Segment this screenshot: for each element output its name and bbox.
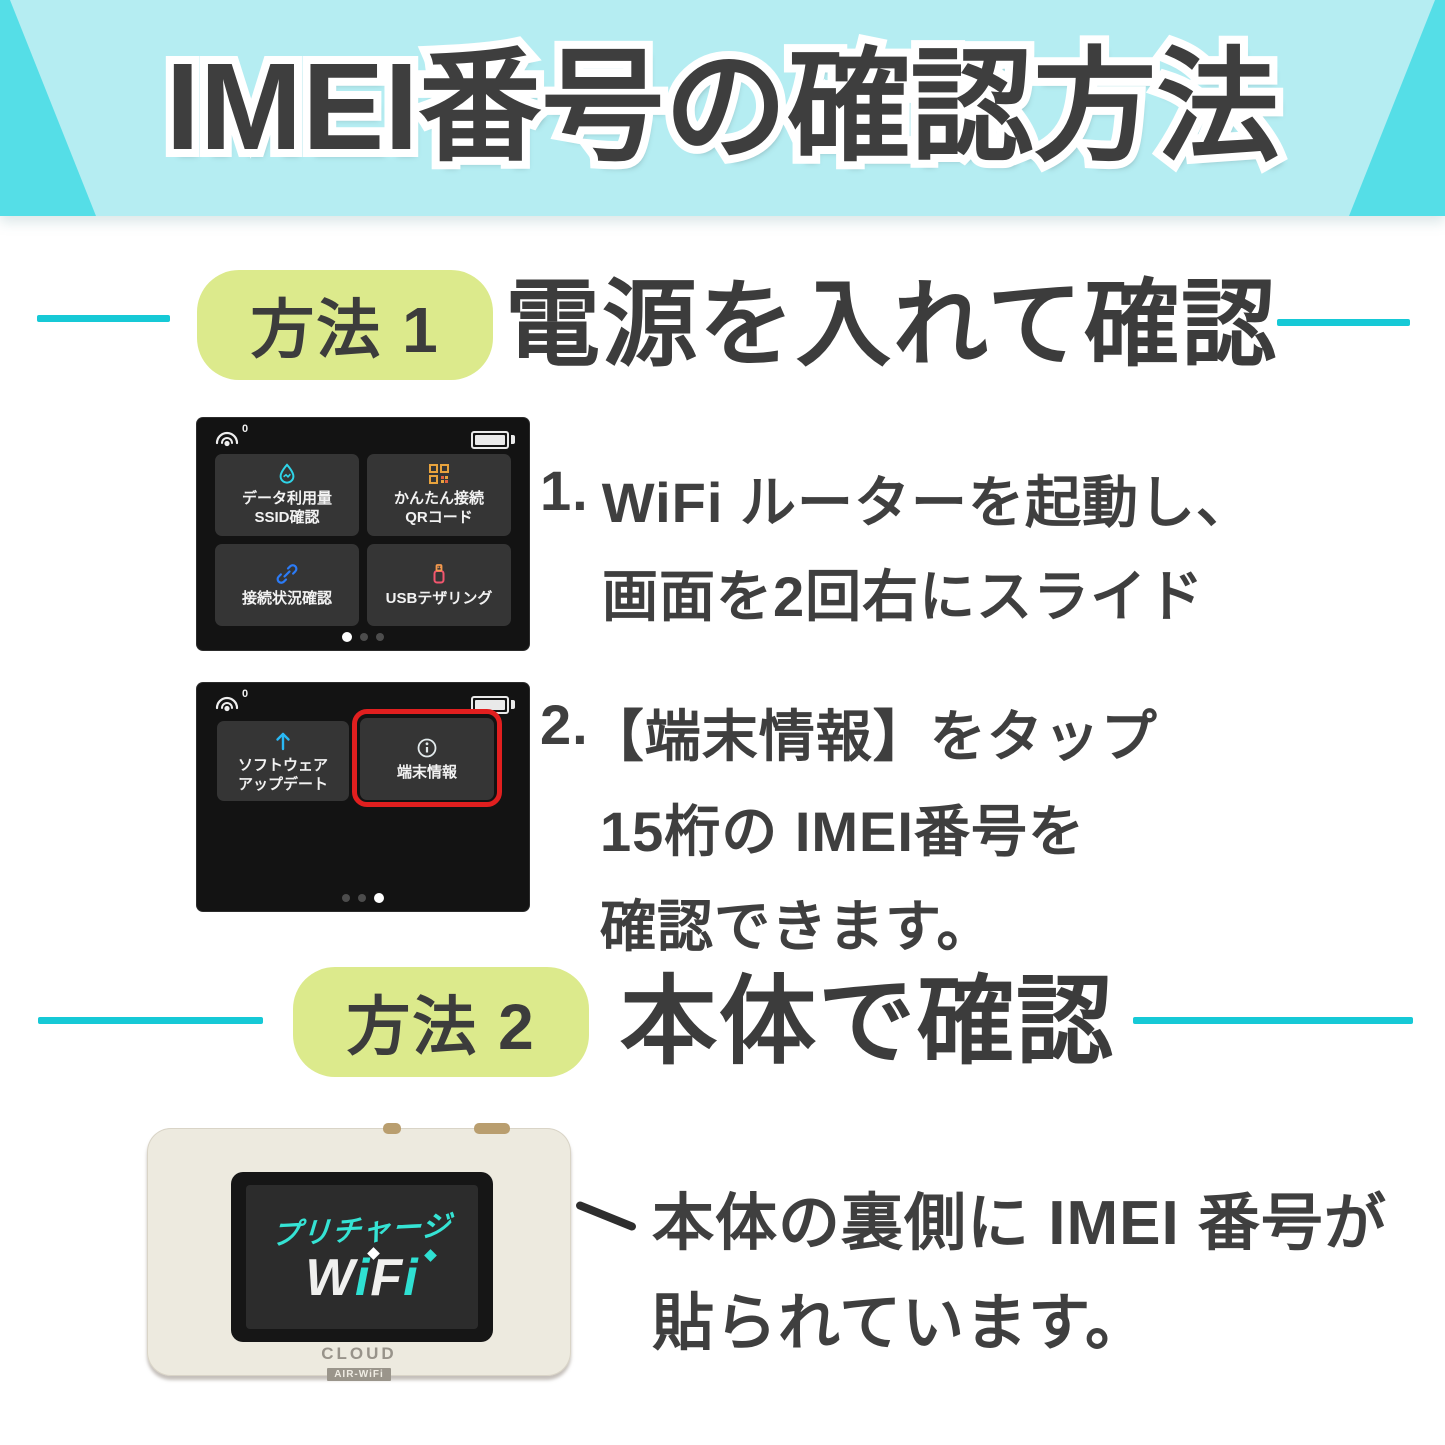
signal-count-badge: 0 bbox=[242, 423, 249, 435]
tile-label: USBテザリング bbox=[385, 590, 493, 607]
signal-count-badge: 0 bbox=[242, 688, 249, 700]
step-1-text: WiFi ルーターを起動し、 bbox=[601, 471, 1253, 534]
step-2-line-2: 15桁の IMEI番号を bbox=[600, 787, 1085, 868]
pagination-dot bbox=[342, 894, 350, 902]
device-power-button bbox=[474, 1123, 510, 1134]
wifi-logo-text: WiFi bbox=[305, 1247, 437, 1307]
tile-label: かんたん接続 bbox=[393, 490, 484, 507]
step-2-line-3: 確認できます。 bbox=[600, 882, 993, 963]
mobile-signal-icon bbox=[215, 696, 239, 712]
method1-badge-label: 方法 1 bbox=[250, 294, 440, 366]
divider-dash bbox=[1277, 319, 1410, 326]
page-title-text: IMEI番号の確認方法 bbox=[165, 39, 1280, 176]
divider-dash bbox=[38, 1017, 263, 1024]
pagination-dot-active bbox=[342, 632, 352, 642]
device-screen: プリチャージ WiFi bbox=[246, 1185, 478, 1329]
method2-badge: 方法 2 bbox=[293, 967, 589, 1077]
router-screenshot-menu-page3: 0 ソフトウェア アップデート 端末情報 bbox=[197, 683, 529, 911]
step-1-text: 画面を2回右にスライド bbox=[602, 565, 1205, 628]
battery-nub bbox=[511, 435, 515, 444]
tile-connection-status: 接続状況確認 bbox=[215, 544, 359, 626]
step-1-line-2: 画面を2回右にスライド bbox=[602, 552, 1204, 633]
device-top-button bbox=[383, 1123, 401, 1134]
qr-code-icon bbox=[429, 464, 449, 484]
wifi-logo-letter: i bbox=[354, 1249, 371, 1307]
pagination-dot bbox=[376, 633, 384, 641]
step-2-number: 2. bbox=[540, 693, 589, 756]
pagination-dot-active bbox=[374, 893, 384, 903]
step-1-line-1: 1. WiFi ルーターを起動し、 bbox=[540, 458, 1253, 539]
tile-data-usage: データ利用量 SSID確認 bbox=[215, 454, 359, 536]
tile-label: QRコード bbox=[405, 509, 473, 526]
method1-title: 電源を入れて確認 bbox=[505, 272, 1279, 378]
precharge-logo-text: プリチャージ bbox=[271, 1210, 453, 1252]
step-1-number: 1. bbox=[540, 459, 589, 522]
wifi-logo-letter: i bbox=[403, 1249, 419, 1307]
tile-label: アップデート bbox=[237, 776, 328, 793]
wifi-logo-letter: F bbox=[370, 1249, 404, 1307]
tile-software-update: ソフトウェア アップデート bbox=[217, 721, 349, 801]
usb-tethering-icon bbox=[433, 564, 445, 584]
sparkle-icon bbox=[423, 1249, 437, 1262]
step-2-text: 確認できます。 bbox=[600, 895, 994, 958]
pagination-dot bbox=[358, 894, 366, 902]
note-line-1: 本体の裏側に IMEI 番号が bbox=[652, 1189, 1387, 1258]
device-branding: CLOUD AIR-WiFi bbox=[147, 1344, 571, 1382]
method1-badge: 方法 1 bbox=[197, 270, 493, 380]
tile-easy-connect-qr: かんたん接続 QRコード bbox=[367, 454, 511, 536]
method2-badge-label: 方法 2 bbox=[346, 991, 536, 1063]
method2-title: 本体で確認 bbox=[620, 967, 1115, 1076]
step-2-text: 15桁の IMEI番号を bbox=[600, 800, 1085, 863]
tile-usb-tethering: USBテザリング bbox=[367, 544, 511, 626]
note-line-2: 貼られています。 bbox=[652, 1289, 1148, 1358]
divider-dash bbox=[37, 315, 170, 322]
device-info-icon bbox=[417, 738, 437, 758]
battery-level bbox=[475, 700, 505, 710]
tile-label: ソフトウェア bbox=[237, 757, 328, 774]
tile-label: 端末情報 bbox=[396, 764, 457, 781]
tile-label: 接続状況確認 bbox=[241, 590, 332, 607]
step-2-line-1: 2. 【端末情報】をタップ bbox=[540, 692, 1158, 773]
page-title-outline: IMEI番号の確認方法 bbox=[158, 31, 1288, 184]
page-title: IMEI番号の確認方法 IMEI番号の確認方法 bbox=[0, 0, 1445, 216]
battery-level bbox=[475, 435, 505, 445]
router-screenshot-menu-page1: 0 データ利用量 SSID確認 bbox=[197, 418, 529, 650]
link-icon bbox=[276, 564, 298, 584]
software-update-arrow-icon bbox=[276, 732, 290, 751]
pagination-dots bbox=[342, 893, 384, 903]
data-usage-droplet-icon bbox=[279, 463, 295, 484]
cloud-brand-text: CLOUD bbox=[321, 1344, 397, 1363]
mobile-signal-icon bbox=[215, 431, 239, 447]
step-2-text: 【端末情報】をタップ bbox=[587, 705, 1158, 768]
menu-tile-grid: データ利用量 SSID確認 かんたん接続 QRコード bbox=[215, 454, 511, 626]
wifi-router-photo: プリチャージ WiFi CLOUD AIR-WiFi bbox=[147, 1123, 571, 1381]
battery-icon bbox=[471, 431, 509, 449]
header-banner: IMEI番号の確認方法 IMEI番号の確認方法 bbox=[0, 0, 1445, 216]
divider-dash bbox=[1133, 1017, 1413, 1024]
pagination-dots bbox=[342, 632, 384, 642]
battery-nub bbox=[511, 700, 515, 709]
device-screen-bezel: プリチャージ WiFi bbox=[231, 1172, 493, 1342]
tile-label: データ利用量 bbox=[241, 490, 332, 507]
tile-label: SSID確認 bbox=[254, 509, 320, 526]
pointer-line bbox=[574, 1200, 638, 1232]
pagination-dot bbox=[360, 633, 368, 641]
tile-device-info: 端末情報 bbox=[360, 718, 494, 800]
highlight-box-device-info bbox=[352, 709, 502, 807]
air-wifi-brand-text: AIR-WiFi bbox=[327, 1368, 391, 1381]
wifi-logo-letter: W bbox=[305, 1249, 355, 1307]
